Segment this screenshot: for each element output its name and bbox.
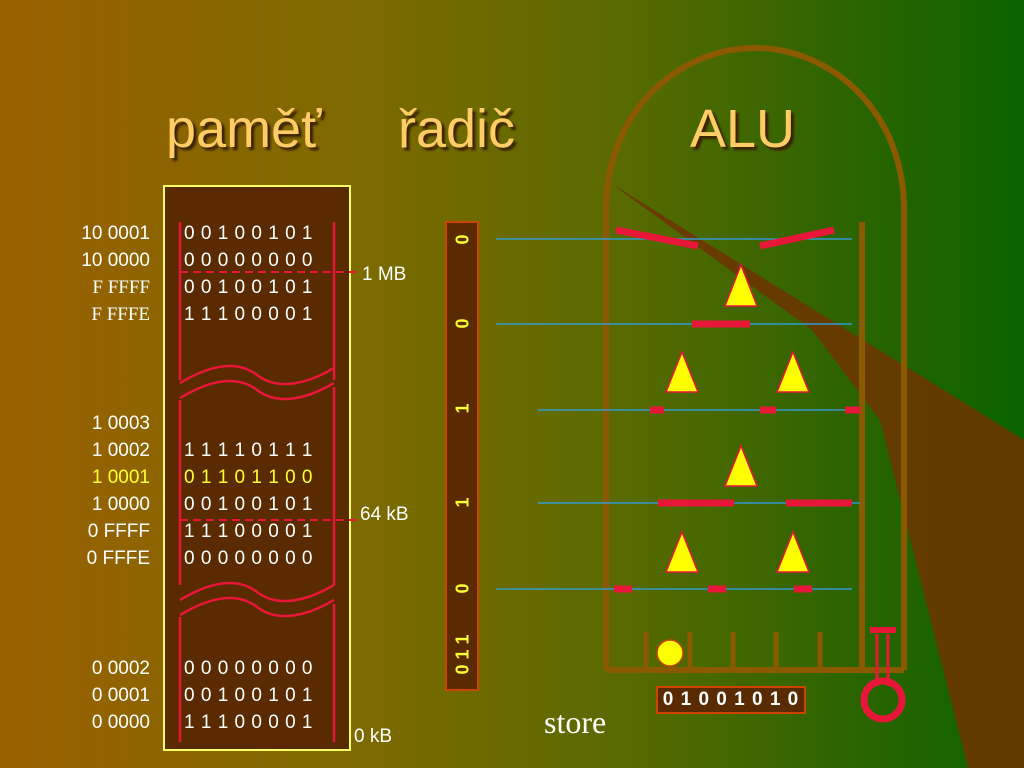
address-label: 0 0001 <box>91 685 150 706</box>
size-marker-0kb: 0 kB <box>354 726 393 747</box>
memory-cell: 1 1 1 0 0 0 0 1 <box>184 304 313 325</box>
address-label-highlighted: 1 0001 <box>91 467 150 488</box>
address-label: F FFFF <box>92 277 150 298</box>
address-label: 1 0000 <box>91 494 150 515</box>
input-register <box>445 221 479 691</box>
gates <box>614 226 860 593</box>
memory-panel <box>163 185 351 751</box>
memory-cell: 0 0 1 0 0 1 0 1 <box>184 494 313 515</box>
store-lever <box>860 627 906 723</box>
memory-rails <box>178 222 336 742</box>
register-bit: 0 <box>452 234 473 245</box>
register-bit-group: 0 1 1 <box>452 634 473 675</box>
memory-cell-highlighted: 0 1 1 0 1 1 0 0 <box>184 467 313 488</box>
memory-cell: 1 1 1 0 0 0 0 1 <box>184 521 313 542</box>
output-register: 0 1 0 0 1 0 1 0 <box>656 686 806 714</box>
address-label: 10 0000 <box>81 250 150 271</box>
ball <box>656 639 684 667</box>
memory-cell: 0 0 0 0 0 0 0 0 <box>184 658 313 679</box>
register-bit: 0 <box>452 318 473 329</box>
memory-cell: 0 0 0 0 0 0 0 0 <box>184 250 313 271</box>
memory-cell: 0 0 0 0 0 0 0 0 <box>184 548 313 569</box>
memory-cell: 0 0 1 0 0 1 0 1 <box>184 223 313 244</box>
register-bit: 1 <box>452 403 473 414</box>
alu-housing <box>603 44 907 670</box>
shadow-wedge <box>612 184 1024 768</box>
alu-floor-teeth <box>643 632 823 670</box>
memory-cell: 0 0 1 0 0 1 0 1 <box>184 685 313 706</box>
address-label: 0 FFFE <box>86 548 150 569</box>
register-bit: 0 <box>452 583 473 594</box>
memory-cell: 1 1 1 1 0 1 1 1 <box>184 440 313 461</box>
address-label: F FFFE <box>91 304 150 325</box>
memory-cell: 0 0 1 0 0 1 0 1 <box>184 277 313 298</box>
address-label: 0 0002 <box>91 658 150 679</box>
size-marker-64kb: 64 kB <box>360 504 409 525</box>
title-memory: paměť <box>166 99 322 159</box>
address-label: 1 0003 <box>91 413 150 434</box>
size-marker-1mb: 1 MB <box>362 264 407 285</box>
register-bit: 1 <box>452 497 473 508</box>
title-controller: řadič <box>398 99 516 159</box>
address-label: 1 0002 <box>91 440 150 461</box>
memory-cell: 1 1 1 0 0 0 0 1 <box>184 712 313 733</box>
title-alu: ALU <box>690 99 796 159</box>
address-label: 0 0000 <box>91 712 150 733</box>
address-label: 10 0001 <box>81 223 150 244</box>
wires <box>496 238 860 590</box>
store-label: store <box>544 704 607 740</box>
address-label: 0 FFFF <box>87 521 150 542</box>
triangles <box>664 262 811 573</box>
